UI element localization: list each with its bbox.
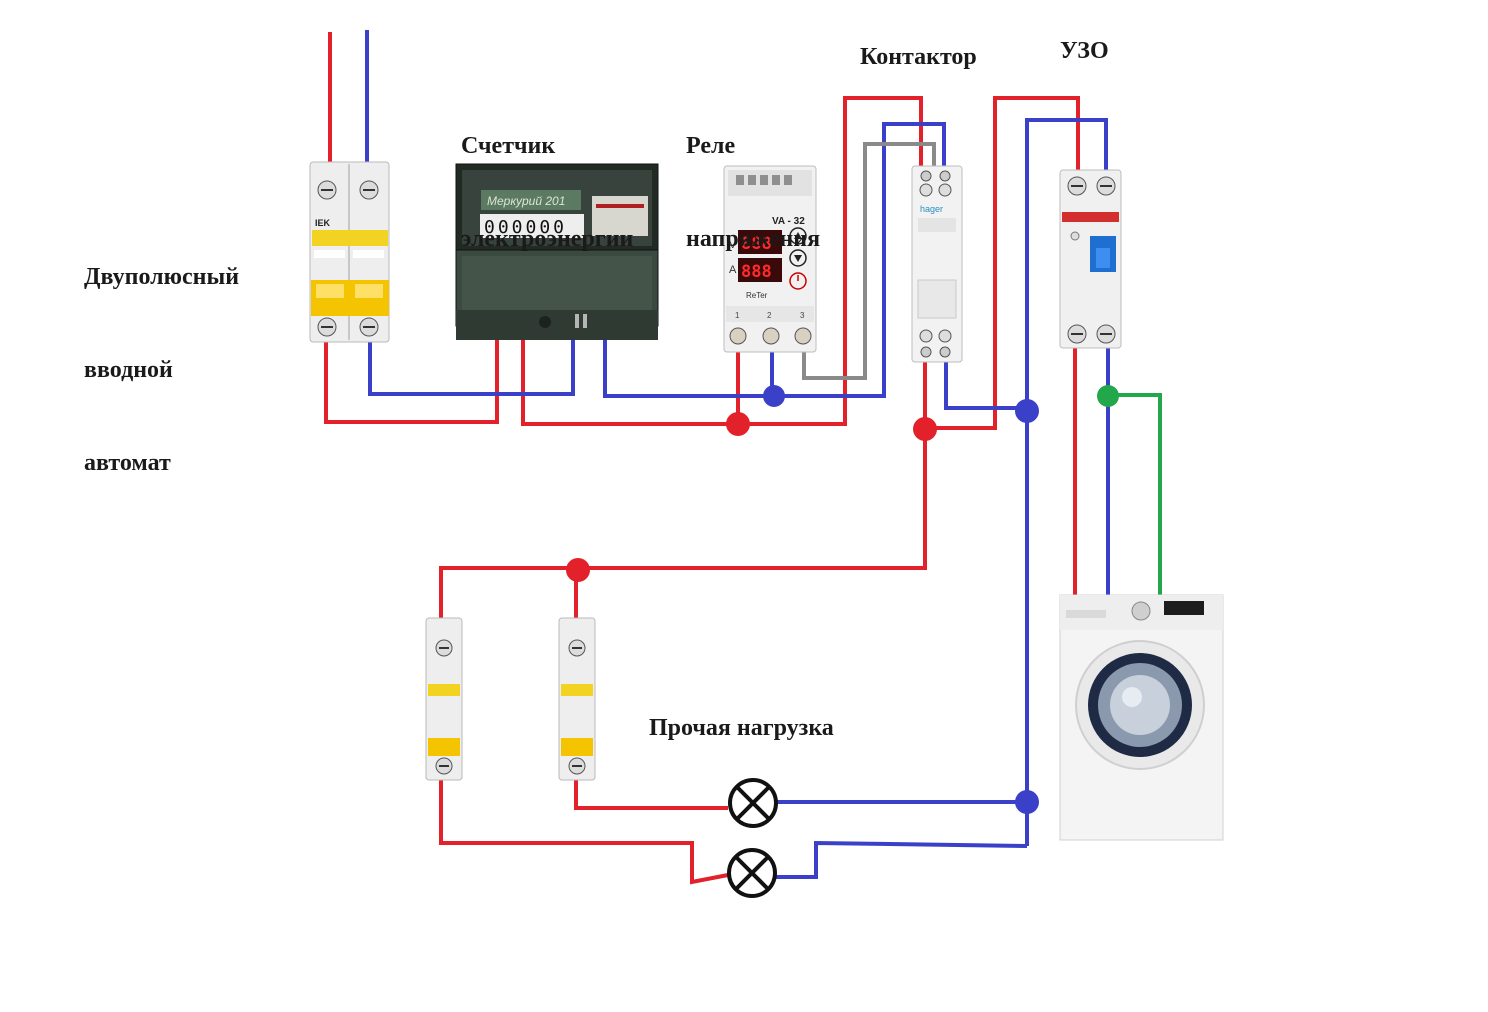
input-breaker-label: Двуполюсный вводной автомат [84,200,239,510]
breaker-brand: IEK [315,218,331,228]
relay-voltage-display: 888 [741,234,772,254]
lamp-2 [727,848,777,898]
meter-brand: Меркурий 201 [487,194,565,208]
relay-control-wire [802,142,936,380]
junction-neutral-contactor [1015,399,1039,423]
meter-label: Счетчик электроэнергии [461,69,633,286]
rcd-device [1059,169,1122,349]
double-pole-breaker: IEK [309,161,390,343]
neutral-wire-breaker-to-meter [368,340,575,396]
lamp-1 [728,778,778,828]
input-breaker-label-line2: вводной [84,357,173,383]
phase-wire-contactor-out [439,360,927,622]
phase-wire-contactor-rcd [925,96,1080,430]
relay-terminal-3: 3 [800,311,805,320]
junctions [566,385,1119,814]
earth-wire [1110,393,1162,597]
earth-wire-washer [1110,393,1162,597]
neutral-wire-meter-out [603,122,946,398]
relay-model: VA - 32 [772,216,805,227]
relay-up-button[interactable] [789,227,807,245]
phase-wires [324,32,1080,885]
relay-terminal-1: 1 [735,311,740,320]
energy-meter: Меркурий 201 000000 [455,163,659,340]
junction-neutral-loads [1015,790,1039,814]
phase-wire-load2 [439,775,729,885]
relay-v-label: V [729,239,737,251]
neutral-wire-load2 [776,840,1028,879]
phase-wire-load1 [574,775,728,810]
neutral-wire-rcd [1025,118,1108,846]
junction-phase-relay [726,412,750,436]
single-pole-breaker-left [425,617,463,781]
neutral-wire-contactor-out [944,360,1027,410]
meter-digits: 000000 [484,217,567,238]
relay-label: Реле напряжения [686,69,820,286]
washing-machine [1059,594,1224,841]
relay-power-button[interactable] [789,272,807,290]
junction-phase-contactor [913,417,937,441]
contactor-device: hager [911,165,963,363]
relay-a-label: A [729,264,737,276]
single-pole-breaker-right [558,617,596,781]
phase-wire-breaker-to-meter [324,340,499,424]
other-load-label: Прочая нагрузка [649,715,834,741]
input-breaker-label-line1: Двуполюсный [84,264,240,290]
relay-current-display: 888 [741,262,772,282]
relay-label-line2: напряжения [686,226,821,252]
voltage-relay: VA - 32 V A 888 888 ReTer 1 2 3 [723,165,817,353]
contactor-label: Контактор [860,44,977,70]
junction-neutral-relay [763,385,785,407]
junction-earth [1097,385,1119,407]
meter-label-line2: электроэнергии [461,226,634,252]
junction-phase-breakers [566,558,590,582]
contactor-brand: hager [920,204,943,214]
relay-label-line1: Реле [686,133,736,159]
rcd-label: УЗО [1060,38,1109,64]
relay-terminal-2: 2 [767,311,772,320]
relay-brand: ReTer [746,291,768,300]
phase-wire-meter-out [521,96,923,426]
relay-down-button[interactable] [789,249,807,267]
input-breaker-label-line3: автомат [84,450,171,476]
meter-label-line1: Счетчик [461,133,556,159]
relay-to-contactor-wire [802,142,936,380]
